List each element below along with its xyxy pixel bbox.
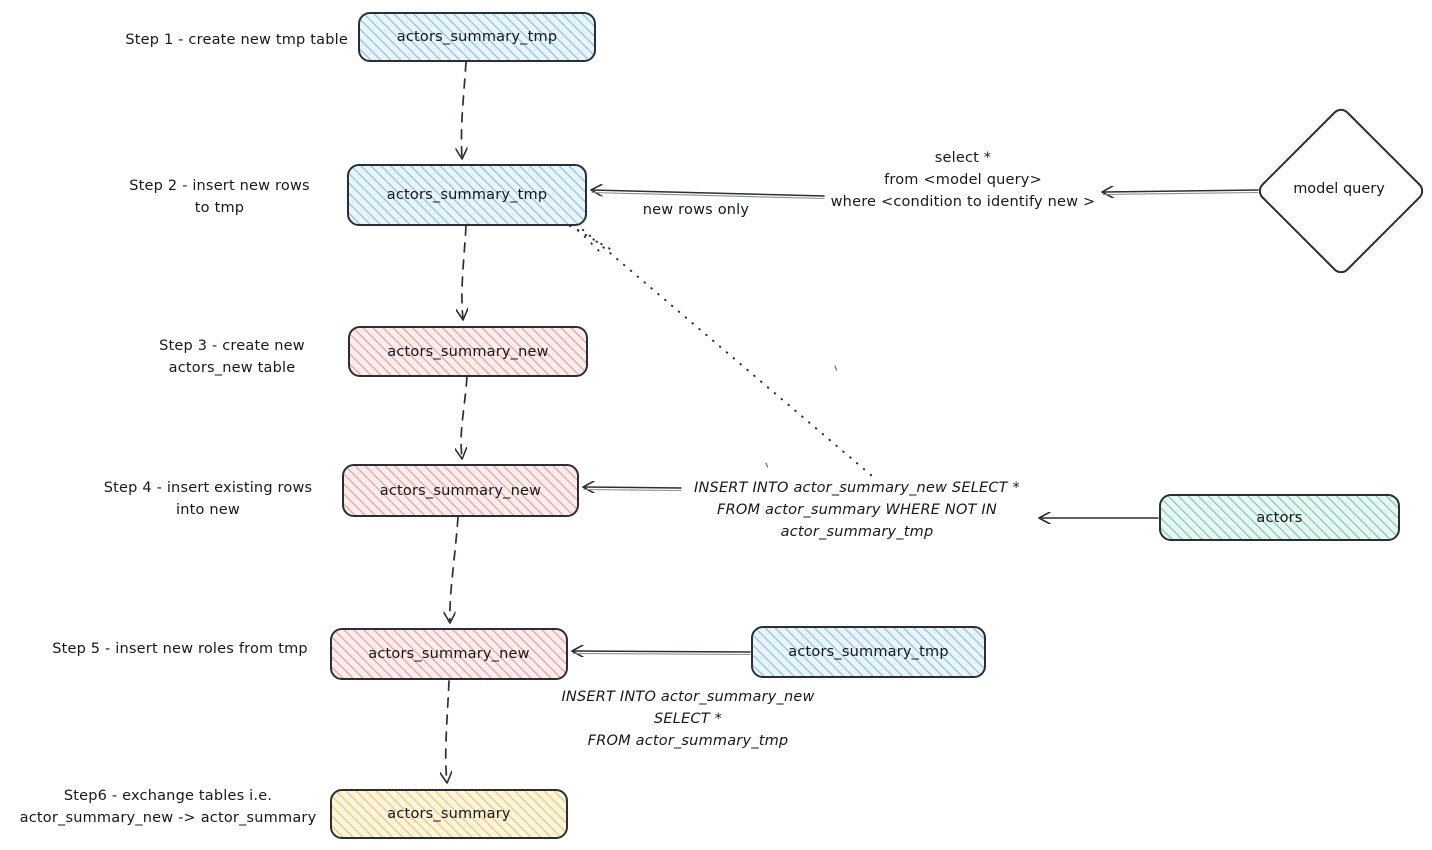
edge-label-insert-new-roles-sql: INSERT INTO actor_summary_new SELECT * F… [561,689,815,749]
node-label: actors_summary_new [379,482,542,499]
edge-sql-to-step2 [592,190,825,200]
node-actors-summary-step6[interactable]: actors_summary [330,789,568,839]
stray-marks [765,365,838,468]
edge-step3-to-step4 [461,376,468,458]
edge-modelquery-to-sql [1103,190,1259,195]
node-label: actors_summary_tmp [788,644,949,660]
node-label: actors_summary_new [387,343,549,360]
edge-label-model-query-sql: select * from <model query> where <condi… [830,150,1096,210]
step-2-caption: Step 2 - insert new rows to tmp [129,178,310,216]
edge-step2-dotted-to-step4-sql [569,223,873,477]
node-actors-summary-new-step4[interactable]: actors_summary_new [342,464,579,517]
node-actors[interactable]: actors [1159,494,1400,541]
step-4-caption: Step 4 - insert existing rows into new [103,480,313,518]
node-label: actors_summary [387,806,511,822]
edge-step1-to-step2 [461,61,466,158]
node-model-query[interactable]: model query [1254,104,1428,278]
node-actors-summary-tmp-step2[interactable]: actors_summary_tmp [347,164,587,226]
node-label: actors [1256,509,1303,526]
node-label: actors_summary_tmp [386,187,548,203]
edge-label-insert-existing-sql: INSERT INTO actor_summary_new SELECT * F… [694,480,1020,540]
node-actors-summary-tmp-right[interactable]: actors_summary_tmp [751,626,986,678]
edge-tmpright-to-step5 [573,651,751,655]
node-actors-summary-tmp-step1[interactable]: actors_summary_tmp [358,12,596,62]
edge-step2-to-step3 [462,225,466,319]
node-actors-summary-new-step3[interactable]: actors_summary_new [348,326,588,377]
edge-sql-to-step4 [584,487,682,491]
node-label: actors_summary_tmp [396,29,558,45]
step-1-caption: Step 1 - create new tmp table [125,32,348,48]
step-3-caption: Step 3 - create new actors_new table [159,338,305,376]
node-label: actors_summary_new [368,646,530,662]
node-actors-summary-new-step5[interactable]: actors_summary_new [330,628,568,680]
edge-step5-to-step6 [446,680,449,782]
step-5-caption: Step 5 - insert new roles from tmp [52,641,308,657]
edge-step4-to-step5 [450,516,459,622]
step-6-caption: Step6 - exchange tables i.e. actor_summa… [19,788,317,826]
edge-label-new-rows-only: new rows only [642,202,750,218]
node-label: model query [1293,181,1385,197]
